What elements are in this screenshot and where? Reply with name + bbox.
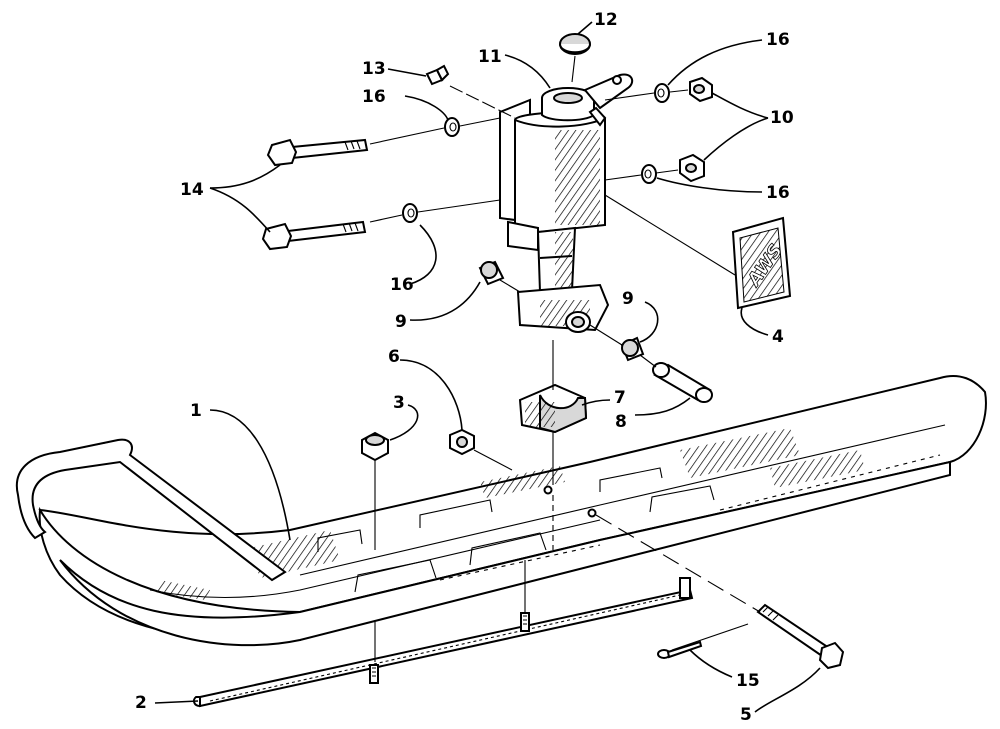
callouts: 1 2 3 4 5 6 7 8 9 9 10 11 12 13 14 15 16… xyxy=(135,10,794,725)
wear-bar xyxy=(192,577,694,708)
callout-9-left: 9 xyxy=(395,312,407,332)
washer-c xyxy=(654,83,670,103)
aws-decal: AWS xyxy=(731,216,792,310)
sleeve xyxy=(652,362,713,403)
washer-b xyxy=(402,203,418,223)
cap xyxy=(559,33,591,55)
nut-upper xyxy=(689,76,713,103)
callout-12: 12 xyxy=(594,10,618,30)
bolt-upper xyxy=(266,138,369,167)
callout-2: 2 xyxy=(135,693,147,713)
hex-nut xyxy=(449,428,475,456)
callout-8: 8 xyxy=(615,412,627,432)
ski xyxy=(15,374,987,647)
bushing-left xyxy=(478,260,505,286)
leader-lines xyxy=(154,21,821,713)
callout-16-top-right: 16 xyxy=(766,30,790,50)
bushing-right xyxy=(620,336,645,362)
assembly-lines xyxy=(369,55,761,662)
lock-nut xyxy=(361,431,389,462)
callout-3: 3 xyxy=(393,393,405,413)
callout-16-bottom-left: 16 xyxy=(390,275,414,295)
spindle-bolt xyxy=(756,603,845,670)
callout-6: 6 xyxy=(388,347,400,367)
callout-11: 11 xyxy=(478,47,502,67)
callout-16-top-left: 16 xyxy=(362,87,386,107)
bolt-lower xyxy=(261,220,367,251)
cotter-pin xyxy=(657,640,703,659)
washer-d xyxy=(641,164,657,184)
callout-4: 4 xyxy=(772,327,784,347)
washer-a xyxy=(444,117,460,137)
callout-5: 5 xyxy=(740,705,752,725)
callout-13: 13 xyxy=(362,59,386,79)
callout-9-right: 9 xyxy=(622,289,634,309)
callout-16-mid-right: 16 xyxy=(766,183,790,203)
callout-15: 15 xyxy=(736,671,760,691)
ski-bracket xyxy=(518,383,588,434)
grease-fitting xyxy=(425,64,450,86)
nut-lower xyxy=(679,153,705,183)
callout-10: 10 xyxy=(770,108,794,128)
spindle-assembly xyxy=(499,73,634,333)
callout-14: 14 xyxy=(180,180,204,200)
callout-1: 1 xyxy=(190,401,202,421)
callout-7: 7 xyxy=(614,388,626,408)
